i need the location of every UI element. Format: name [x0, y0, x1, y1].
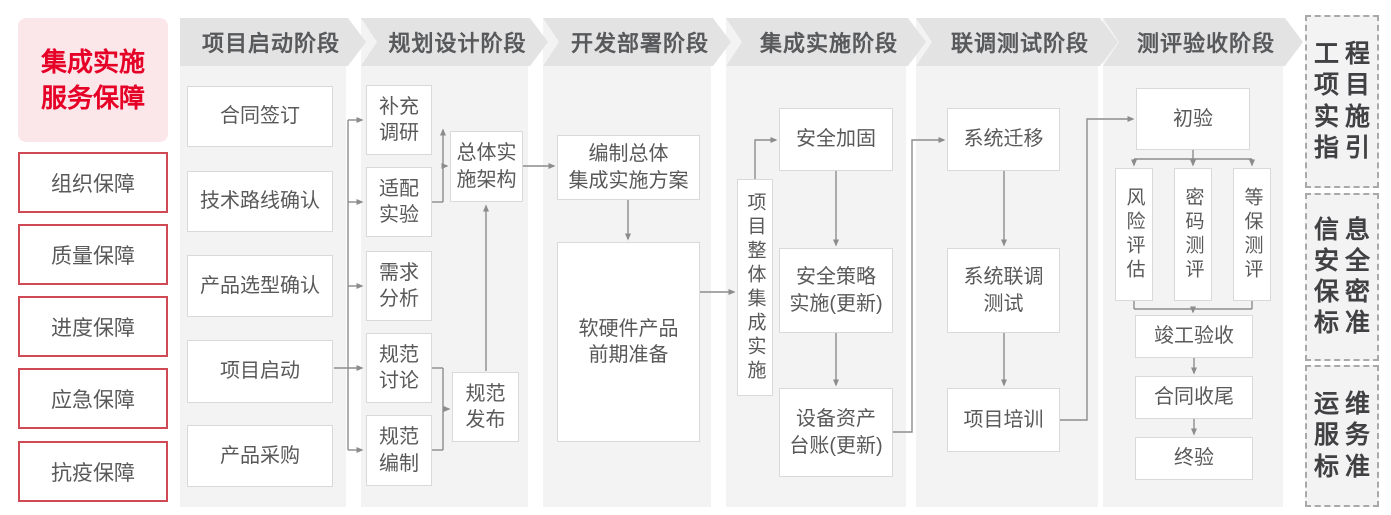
flow-box-initial-acceptance: 初验 [1136, 88, 1250, 150]
flow-box-final-acceptance: 终验 [1135, 437, 1253, 480]
flow-box-requirement-analysis: 需求 分析 [366, 251, 432, 321]
flow-box-project-overall-integration: 项目整体集成实施 [737, 179, 773, 396]
flow-box-system-migration: 系统迁移 [947, 108, 1060, 171]
flow-box-classified-protection-evaluation: 等保测评 [1233, 168, 1271, 301]
standard-box-om-service: 运维 服务 标准 [1305, 365, 1379, 507]
flow-box-project-training: 项目培训 [947, 388, 1060, 452]
program-title: 集成实施 服务保障 [18, 18, 168, 142]
phase-header-planning-design: 规划设计阶段 [361, 18, 548, 66]
flow-box-product-selection-confirm: 产品选型确认 [187, 255, 333, 317]
guarantee-box-schedule: 进度保障 [18, 296, 168, 357]
guarantee-box-quality: 质量保障 [18, 224, 168, 285]
flow-box-product-procurement: 产品采购 [187, 425, 333, 487]
flow-box-spec-discussion: 规范 讨论 [366, 333, 432, 403]
guarantee-box-emergency: 应急保障 [18, 368, 168, 429]
standard-box-engineering-guide: 工程 项目 实施 指引 [1305, 15, 1379, 188]
flow-box-adaptation-test: 适配 实验 [366, 167, 432, 237]
flow-box-supplementary-research: 补充 调研 [366, 85, 432, 155]
flow-box-risk-assessment: 风险评估 [1115, 168, 1153, 301]
flow-box-overall-integration-plan: 编制总体 集成实施方案 [557, 135, 700, 200]
phase-header-dev-deployment: 开发部署阶段 [543, 18, 731, 66]
phase-header-project-initiation: 项目启动阶段 [180, 18, 366, 66]
flow-box-security-policy-implementation: 安全策略 实施(更新) [779, 248, 893, 333]
standard-box-infosec-confidentiality: 信息 安全 保密 标准 [1305, 193, 1379, 361]
flow-box-contract-closure: 合同收尾 [1135, 376, 1253, 419]
phase-header-evaluation-acceptance: 测评验收阶段 [1103, 18, 1303, 66]
flow-box-system-joint-testing: 系统联调 测试 [947, 248, 1060, 333]
flow-box-tech-route-confirm: 技术路线确认 [187, 171, 333, 232]
flow-box-hw-sw-preparation: 软硬件产品 前期准备 [557, 242, 700, 442]
flow-box-crypto-evaluation: 密码测评 [1174, 168, 1212, 301]
flow-box-security-hardening: 安全加固 [779, 108, 893, 171]
flow-box-completion-acceptance: 竣工验收 [1135, 315, 1253, 358]
phase-header-joint-testing: 联调测试阶段 [916, 18, 1118, 66]
flow-box-spec-compilation: 规范 编制 [366, 415, 432, 486]
flow-box-project-kickoff: 项目启动 [187, 340, 333, 403]
flow-box-spec-release: 规范 发布 [452, 372, 519, 442]
flow-box-asset-ledger-update: 设备资产 台账(更新) [779, 388, 893, 477]
guarantee-box-organization: 组织保障 [18, 152, 168, 213]
flow-box-overall-implementation-architecture: 总体实 施架构 [450, 131, 523, 202]
flow-box-contract-signing: 合同签订 [187, 86, 333, 147]
guarantee-box-epidemic: 抗疫保障 [18, 441, 168, 502]
phase-header-integration-implementation: 集成实施阶段 [726, 18, 926, 66]
